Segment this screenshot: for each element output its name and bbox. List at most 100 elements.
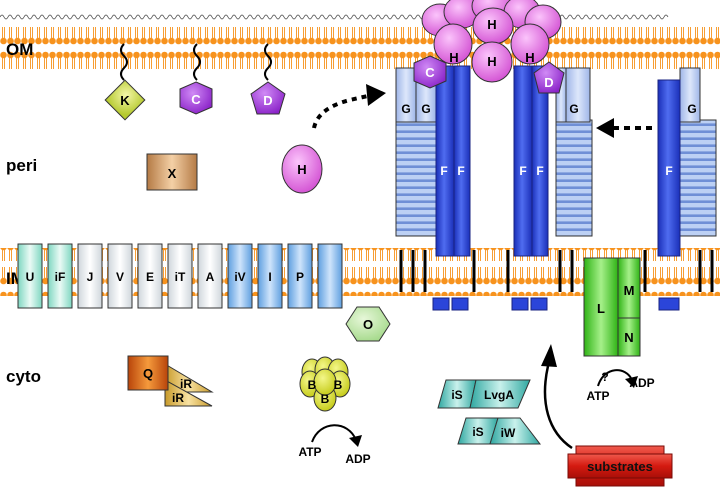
secretion-path-arrow bbox=[543, 365, 573, 450]
label-cyto: cyto bbox=[6, 367, 41, 386]
im-protein-v-label: V bbox=[116, 270, 124, 284]
chaperone-lvga-label: LvgA bbox=[484, 388, 514, 402]
g-label: G bbox=[569, 102, 578, 116]
f-label: F bbox=[665, 164, 672, 178]
secretin-pilotin-d: D bbox=[533, 61, 565, 94]
protein-o-label: O bbox=[363, 317, 373, 332]
secretin-c-label: C bbox=[425, 65, 435, 80]
arrowhead-icon bbox=[625, 376, 638, 388]
lmn-question-mark: ? bbox=[601, 370, 608, 384]
arrowhead-icon bbox=[541, 344, 557, 367]
protein-b-label: B bbox=[308, 378, 317, 392]
atp-hydrolysis-arrow bbox=[311, 424, 357, 443]
label-peri: peri bbox=[6, 156, 37, 175]
chaperone-complex-iw: iS iW bbox=[457, 417, 542, 445]
chaperone-iw-label: iW bbox=[501, 426, 516, 440]
secretion-apparatus: G G G G F F F F F bbox=[395, 65, 717, 311]
im-protein-a: A bbox=[197, 243, 223, 309]
substrates-label: substrates bbox=[587, 459, 653, 474]
protein-o: O bbox=[345, 306, 391, 342]
filament-f-1 bbox=[435, 65, 455, 257]
im-protein-iv-label: iV bbox=[234, 270, 245, 284]
ring-far-right bbox=[679, 119, 717, 237]
im-protein-e-label: E bbox=[146, 270, 154, 284]
g-label: G bbox=[687, 102, 696, 116]
protein-ir-bottom-label: iR bbox=[172, 391, 184, 405]
foot-3 bbox=[511, 297, 529, 311]
protein-q bbox=[127, 355, 169, 391]
foot-1 bbox=[432, 297, 450, 311]
om-bilayer bbox=[0, 22, 720, 70]
foot-4 bbox=[530, 297, 548, 311]
atp-label-lmn: ATP bbox=[586, 389, 609, 403]
im-protein-iv: iV bbox=[227, 243, 253, 309]
adp-label-b: ADP bbox=[345, 452, 370, 466]
protein-h-label: H bbox=[297, 162, 306, 177]
secretin-h-label: H bbox=[449, 50, 458, 65]
secretin-h-label: H bbox=[525, 50, 534, 65]
filament-f-5 bbox=[657, 79, 681, 257]
adp-label-lmn: ADP bbox=[629, 376, 654, 390]
im-protein-a-label: A bbox=[206, 270, 215, 284]
im-protein-it: iT bbox=[167, 243, 193, 309]
protein-ir-bottom bbox=[164, 379, 213, 407]
lmn-atp-arrow bbox=[597, 369, 633, 387]
protein-x: X bbox=[146, 153, 198, 191]
im-protein-i-label: I bbox=[268, 270, 271, 284]
protein-q-ir-complex: Q iR iR bbox=[127, 355, 214, 407]
protein-b-label: B bbox=[321, 392, 330, 406]
im-protein-u: U bbox=[17, 243, 43, 309]
secretin-h-label: H bbox=[487, 54, 496, 69]
atpase-b-hexamer: B B B bbox=[299, 356, 351, 412]
filament-f-2 bbox=[453, 65, 471, 257]
protein-ir-top-label: iR bbox=[180, 377, 192, 391]
ring-left bbox=[395, 119, 437, 237]
im-protein-i: I bbox=[257, 243, 283, 309]
filament-f-3 bbox=[513, 65, 533, 257]
foot-2 bbox=[451, 297, 469, 311]
protein-d-label: D bbox=[263, 93, 272, 108]
lmn-complex: L M N bbox=[583, 257, 641, 357]
secretin-h-cluster: H H H H bbox=[421, 0, 562, 83]
im-protein-u-label: U bbox=[26, 270, 35, 284]
im-protein-it-label: iT bbox=[175, 270, 186, 284]
protein-b-label: B bbox=[334, 378, 343, 392]
f-label: F bbox=[440, 164, 447, 178]
protein-c-label: C bbox=[191, 92, 201, 107]
ring-right bbox=[555, 119, 593, 237]
lps-fringe bbox=[0, 14, 669, 20]
im-protein-p2 bbox=[317, 243, 343, 309]
substrates-box: substrates bbox=[567, 445, 673, 487]
protein-n-label: N bbox=[624, 330, 633, 345]
lipoprotein-d: D bbox=[250, 43, 286, 115]
secretin-d-label: D bbox=[544, 75, 553, 90]
protein-l bbox=[583, 257, 619, 357]
secretin-h-label: H bbox=[487, 17, 496, 32]
label-om: OM bbox=[6, 40, 33, 59]
im-rods bbox=[399, 250, 714, 292]
f-label: F bbox=[519, 164, 526, 178]
protein-l-label: L bbox=[597, 301, 605, 316]
filament-f-4 bbox=[531, 65, 549, 257]
im-protein-p: P bbox=[287, 243, 313, 309]
protein-k-label: K bbox=[120, 93, 130, 108]
protein-h-free: H bbox=[281, 144, 323, 194]
g-label: G bbox=[401, 102, 410, 116]
lipoprotein-k: K bbox=[104, 43, 146, 121]
arrowhead-icon bbox=[596, 118, 614, 138]
im-protein-strip: U iF J V E iT A iV I P bbox=[17, 243, 343, 309]
protein-x-label: X bbox=[168, 166, 177, 181]
dotted-arrow-left bbox=[312, 93, 373, 129]
foot-5 bbox=[658, 297, 680, 311]
outer-membrane bbox=[0, 14, 720, 70]
arrowhead-icon bbox=[366, 84, 386, 106]
f-label: F bbox=[457, 164, 464, 178]
im-protein-if-label: iF bbox=[55, 270, 66, 284]
chaperone-complex-lvga: iS LvgA bbox=[437, 379, 531, 409]
chaperone-is-top-label: iS bbox=[451, 388, 462, 402]
g-label: G bbox=[421, 102, 430, 116]
secretin-pilotin-c: C bbox=[413, 55, 447, 89]
protein-n bbox=[617, 317, 641, 357]
